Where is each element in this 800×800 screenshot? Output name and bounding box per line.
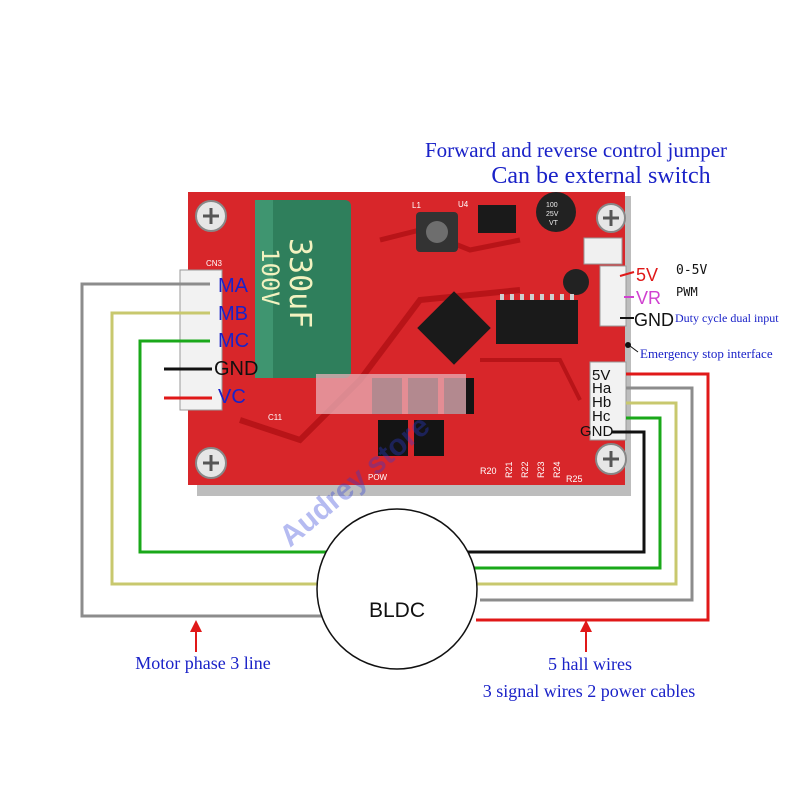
- capacitor-value: 330uF: [282, 238, 317, 328]
- c11-label: C11: [268, 413, 283, 422]
- bldc-motor: [316, 508, 478, 670]
- cn3-label: CN3: [206, 259, 223, 268]
- driver-pins: [500, 294, 574, 300]
- header-line2: Can be external switch: [491, 163, 710, 189]
- wire-red-hall: [476, 372, 710, 622]
- r20-label: R20: [480, 466, 497, 476]
- u4-chip: [478, 205, 516, 233]
- 5v-tick: [619, 271, 635, 277]
- hall-label-2: 3 signal wires 2 power cables: [483, 681, 695, 701]
- pow-label: POW: [368, 473, 388, 482]
- screw-icon: [195, 200, 227, 232]
- left-pin-labels: MA MB MC GND VC: [214, 275, 258, 408]
- pin-mb: MB: [218, 303, 248, 325]
- blurred-patch: [316, 374, 466, 414]
- r23-label: R23: [536, 461, 546, 478]
- range-label: 0-5V: [676, 263, 707, 278]
- r21-label: R21: [504, 461, 514, 478]
- arrow-up-icon: [190, 620, 202, 652]
- bldc-label: BLDC: [369, 599, 425, 622]
- r24-label: R24: [552, 461, 562, 478]
- mcu-chip: [417, 291, 491, 365]
- right-pin-labels: 5V Ha Hb Hc GND: [580, 367, 614, 440]
- wire-green: [138, 339, 328, 554]
- wire-green-hall: [474, 416, 662, 570]
- inductor-core: [426, 221, 448, 243]
- header-line1: Forward and reverse control jumper: [425, 138, 727, 162]
- pin-5v-hall: 5V: [592, 367, 610, 384]
- screw-icon: [596, 203, 626, 233]
- arrow-up-icon: [580, 620, 592, 652]
- pcb-board: CN3 330uF 100V L1 U4 100 25V VT: [179, 192, 631, 496]
- top-right-pin-labels: 5V VR GND: [619, 265, 674, 330]
- small-capacitor: [563, 269, 589, 295]
- jumper-header: [583, 237, 623, 265]
- duty-label: Duty cycle dual input: [675, 311, 779, 325]
- pin-vr: VR: [636, 288, 661, 308]
- pin-hb: Hb: [592, 394, 611, 411]
- pin-5v-top: 5V: [636, 265, 658, 285]
- phase-label: Motor phase 3 line: [135, 653, 270, 673]
- right-connector: [589, 361, 627, 441]
- wire-gray-hall: [480, 386, 694, 602]
- pin-mc: MC: [218, 330, 249, 352]
- pin-ha: Ha: [592, 380, 612, 397]
- driver-chip: [496, 300, 578, 344]
- right-wires: [468, 372, 710, 622]
- wire-yellow-hall: [476, 401, 678, 586]
- left-wires: [80, 282, 330, 618]
- screw-icon: [595, 443, 627, 475]
- estop-label: Emergency stop interface: [640, 346, 773, 361]
- pin-vc: VC: [218, 386, 246, 408]
- r22-label: R22: [520, 461, 530, 478]
- pin-gnd-hall: GND: [580, 423, 614, 440]
- pwm-label: PWM: [676, 285, 698, 299]
- cap-label-25v: 25V: [546, 211, 559, 218]
- pin-ma: MA: [218, 275, 249, 297]
- pcb-trace: [480, 358, 582, 401]
- wire-black-hall: [468, 430, 646, 554]
- pin-gnd: GND: [214, 358, 258, 380]
- cap-label-100: 100: [546, 202, 558, 209]
- pin-hc: Hc: [592, 408, 611, 425]
- pin-gnd-top: GND: [634, 310, 674, 330]
- wire-yellow: [110, 311, 322, 586]
- capacitor-voltage: 100V: [256, 248, 284, 306]
- estop-pointer: [629, 345, 639, 353]
- small-capacitor: [536, 192, 576, 232]
- hall-label-1: 5 hall wires: [548, 654, 632, 674]
- l1-label: L1: [412, 201, 421, 210]
- estop-point: [625, 342, 631, 348]
- cap-label-vt: VT: [549, 220, 559, 227]
- capacitor: 330uF 100V: [255, 200, 351, 378]
- wire-gray: [80, 282, 330, 618]
- r25-label: R25: [566, 474, 583, 484]
- u4-label: U4: [458, 200, 469, 209]
- screw-icon: [195, 447, 227, 479]
